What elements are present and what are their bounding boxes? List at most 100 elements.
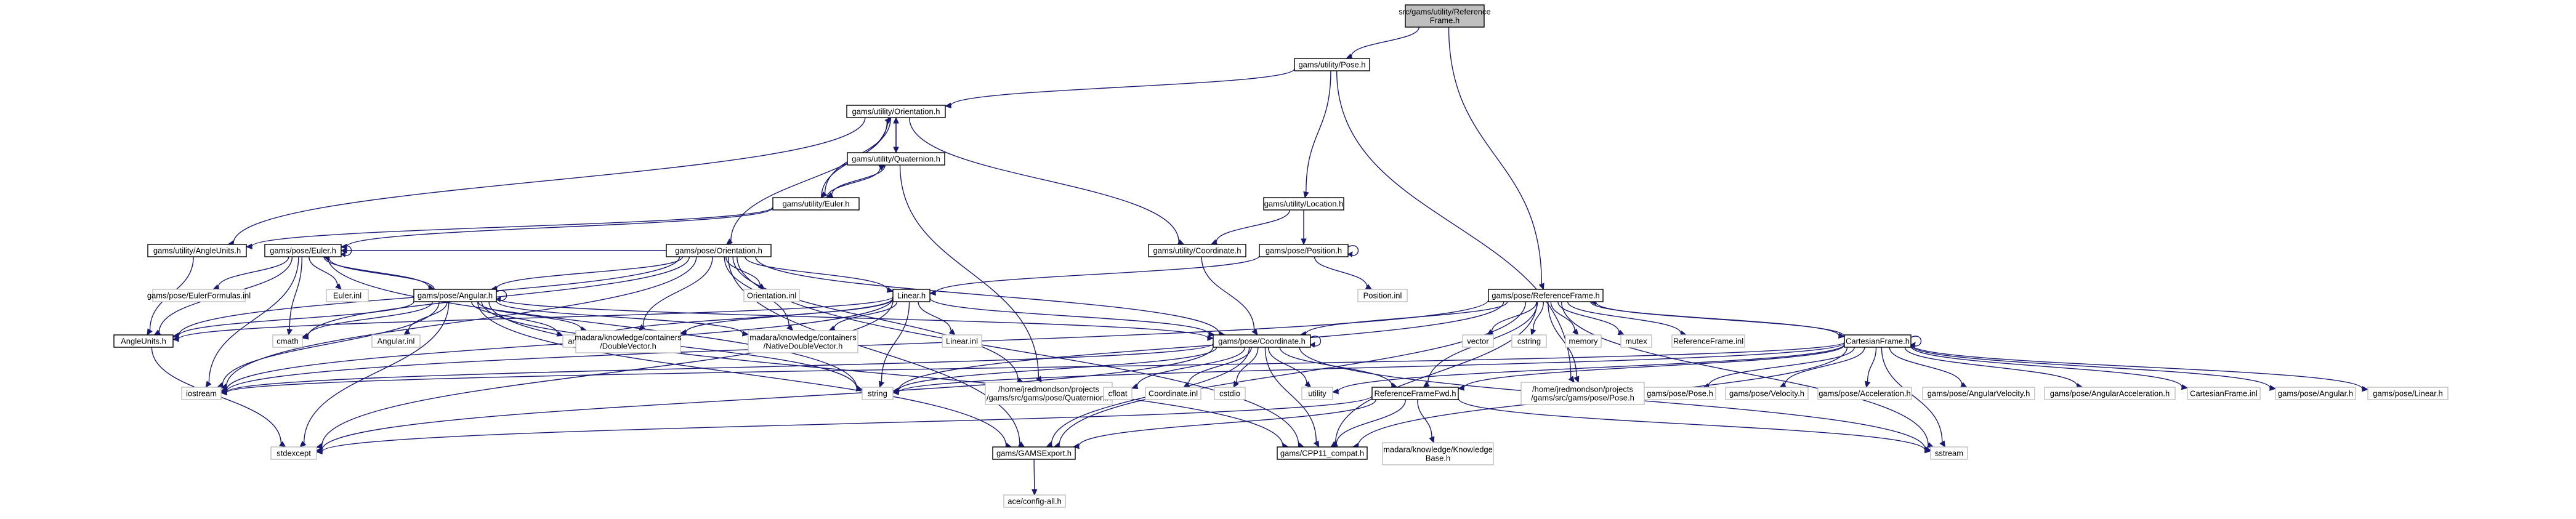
edge-cartesianframe_h-to-utility	[1331, 344, 1845, 395]
node-root[interactable]: src/gams/utility/ReferenceFrame.h	[1399, 4, 1491, 28]
node-utility_euler[interactable]: gams/utility/Euler.h	[772, 197, 860, 211]
node-pose_position[interactable]: gams/pose/Position.h	[1259, 244, 1349, 257]
node-linear_h[interactable]: Linear.h	[892, 289, 931, 302]
node-pose_orientation[interactable]: gams/pose/Orientation.h	[666, 244, 772, 257]
edge-pose_angular-to-nativedoublevector	[496, 300, 749, 337]
node-label: CartesianFrame.inl	[2190, 389, 2258, 398]
node-pose_referenceframe[interactable]: gams/pose/ReferenceFrame.h	[1488, 289, 1604, 302]
node-box	[666, 244, 772, 257]
edge-pose_angular-to-cmath	[301, 301, 433, 339]
edge-pose_referenceframe-to-memory	[1550, 301, 1579, 336]
node-utility_angleunits[interactable]: gams/utility/AngleUnits.h	[147, 244, 247, 257]
edge-pose_coordinate-to-pose_coordinate	[1310, 336, 1321, 348]
node-label: gams/CPP11_compat.h	[1280, 449, 1364, 458]
node-box	[772, 197, 860, 211]
node-label: gams/pose/ReferenceFrame.h	[1492, 291, 1600, 300]
node-label: madara/knowledge/containers	[575, 333, 682, 342]
node-gamsexport[interactable]: gams/GAMSExport.h	[992, 446, 1076, 460]
node-cmath: cmath	[272, 334, 303, 348]
node-box	[1644, 387, 1716, 400]
node-box	[1371, 387, 1459, 400]
node-label: cstdio	[1219, 389, 1240, 398]
node-box	[985, 382, 1113, 405]
node-box	[1003, 494, 1066, 508]
node-utility_quaternion[interactable]: gams/utility/Quaternion.h	[847, 152, 945, 166]
node-box	[892, 289, 931, 302]
edge-cartesianframe_h-to-gp_linear_leaf	[1910, 344, 2369, 392]
edge-utility_euler-to-utility_quaternion	[826, 164, 886, 198]
node-label: /gams/src/gams/pose/Pose.h	[1531, 393, 1634, 403]
edge-referenceframefwd-to-knowledgebase	[1417, 399, 1435, 444]
edge-pose_orientation-to-linear_h	[745, 256, 894, 293]
edge-linear_h-to-doublevector	[679, 298, 894, 336]
edge-utility_pose-to-utility_location	[1303, 70, 1331, 199]
node-box	[992, 446, 1076, 460]
node-memory: memory	[1565, 334, 1602, 348]
edge-pose_coordinate-to-utility	[1267, 347, 1312, 388]
node-utility_pose[interactable]: gams/utility/Pose.h	[1294, 58, 1370, 71]
node-label: gams/utility/Location.h	[1264, 199, 1344, 209]
node-referenceframefwd[interactable]: ReferenceFrameFwd.h	[1371, 387, 1459, 400]
node-stdexcept: stdexcept	[270, 446, 317, 460]
node-cpp11compat[interactable]: gams/CPP11_compat.h	[1277, 446, 1368, 460]
node-label: madara/knowledge/containers	[749, 333, 857, 342]
node-label: gams/pose/Position.h	[1266, 246, 1342, 255]
node-pose_euler[interactable]: gams/pose/Euler.h	[264, 244, 342, 257]
edge-pose_position-to-linear_h	[929, 255, 1260, 296]
node-box	[152, 289, 246, 302]
node-euler_inl: Euler.inl	[326, 289, 369, 302]
node-label: ReferenceFrame.inl	[1673, 337, 1743, 346]
edge-pose_referenceframe-to-vector	[1486, 301, 1537, 336]
node-box	[264, 244, 342, 257]
node-cartesianframe_h[interactable]: CartesianFrame.h	[1844, 334, 1912, 348]
node-label: Euler.inl	[333, 291, 361, 300]
node-label: gams/utility/Orientation.h	[852, 107, 940, 116]
node-home_quaternion: /home/jredmondson/projects/gams/src/gams…	[985, 382, 1113, 405]
node-box	[1817, 387, 1912, 400]
node-label: /home/jredmondson/projects	[1532, 385, 1634, 394]
edge-cartesianframe_h-to-gp_angularvelocity	[1889, 347, 1968, 388]
node-utility_location[interactable]: gams/utility/Location.h	[1263, 197, 1344, 211]
node-box	[270, 446, 317, 460]
node-label: ace/config-all.h	[1007, 497, 1061, 506]
node-box	[1671, 334, 1745, 348]
node-box	[1405, 4, 1485, 28]
node-box	[1357, 289, 1408, 302]
node-label: Base.h	[1426, 454, 1450, 463]
node-label: gams/utility/Euler.h	[782, 199, 849, 209]
node-box	[1103, 387, 1133, 400]
edge-pose_referenceframe-to-mutex	[1557, 301, 1625, 336]
edge-pose_referenceframe-to-home_pose	[1548, 301, 1580, 384]
node-label: gams/pose/Orientation.h	[675, 246, 762, 255]
node-utility_orientation[interactable]: gams/utility/Orientation.h	[846, 105, 946, 118]
node-doublevector: madara/knowledge/containers/DoubleVector…	[575, 330, 682, 353]
node-label: gams/pose/Acceleration.h	[1819, 389, 1911, 398]
node-label: gams/pose/Angular.h	[2278, 389, 2353, 398]
node-utility_coordinate[interactable]: gams/utility/Coordinate.h	[1148, 244, 1246, 257]
edge-pose_coordinate-to-cfloat	[1131, 347, 1246, 389]
node-eulerformulas_inl: gams/pose/EulerFormulas.inl	[147, 289, 251, 302]
edge-root-to-pose_referenceframe	[1448, 26, 1544, 291]
edge-pose_referenceframe-to-sstream	[1561, 301, 1934, 448]
node-box	[1259, 244, 1349, 257]
node-label: /gams/src/gams/pose/Quaternion.h	[987, 393, 1111, 403]
node-pose_coordinate[interactable]: gams/pose/Coordinate.h	[1213, 334, 1311, 348]
node-box	[272, 334, 303, 348]
node-vector: vector	[1462, 334, 1494, 348]
node-angleunits_h[interactable]: AngleUnits.h	[113, 334, 174, 348]
edge-pose_euler-to-cmath	[286, 256, 302, 336]
node-referenceframe_inl: ReferenceFrame.inl	[1671, 334, 1745, 348]
node-gp_angularvelocity: gams/pose/AngularVelocity.h	[1922, 387, 2035, 400]
edge-pose_angular-to-stdexcept	[299, 301, 450, 448]
edge-cartesianframe_h-to-string	[892, 342, 1845, 395]
edge-cartesianframe_h-to-cartesianframe_h	[1910, 336, 1921, 348]
node-box	[2044, 387, 2176, 400]
node-angular_inl: Angular.inl	[371, 334, 421, 348]
node-box	[743, 289, 800, 302]
node-label: gams/utility/AngleUnits.h	[153, 246, 241, 255]
node-label: Frame.h	[1430, 16, 1460, 25]
node-box	[846, 105, 946, 118]
node-box	[1214, 387, 1246, 400]
node-pose_angular[interactable]: gams/pose/Angular.h	[413, 289, 497, 302]
